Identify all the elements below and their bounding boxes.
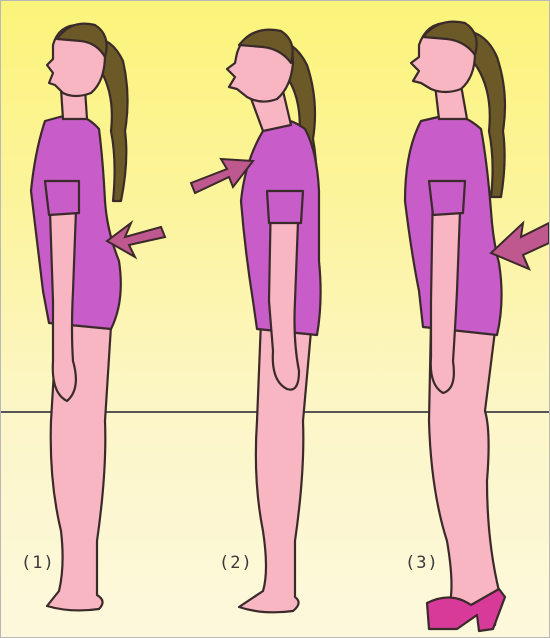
figure-1 (31, 24, 128, 611)
figure-3 (405, 22, 505, 631)
figure-2 (227, 30, 321, 613)
figure-label-3: (3) (405, 553, 439, 573)
figure-label-2: (2) (219, 553, 253, 573)
figure-label-1: (1) (21, 553, 55, 573)
